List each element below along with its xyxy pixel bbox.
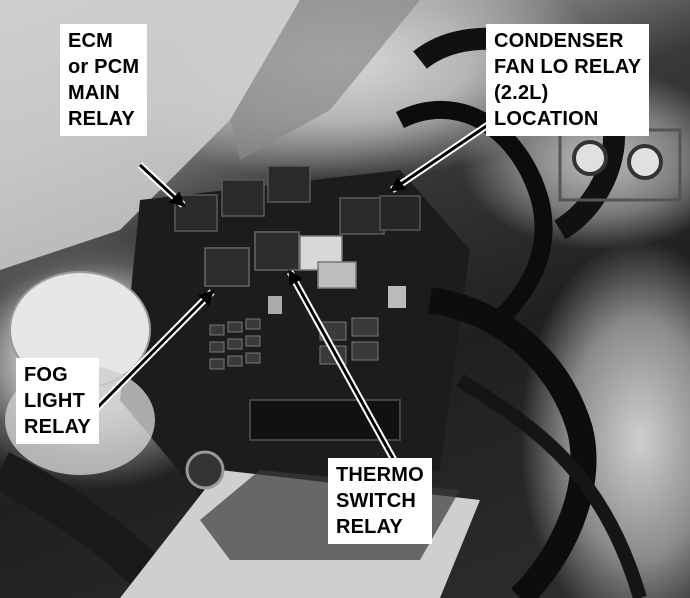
wire-harness-upper-2 (395, 101, 553, 337)
small-fuse (268, 296, 282, 314)
wire-harness-lower-2 (456, 374, 647, 598)
relay-block (267, 165, 311, 203)
relay-block (204, 247, 250, 287)
label-fog-relay: FOG LIGHT RELAY (16, 358, 99, 444)
relay-block (221, 179, 265, 217)
small-fuse (388, 286, 406, 308)
light-relay (317, 261, 357, 289)
wire-harness-lower (427, 287, 597, 598)
arrow-thermo-relay (288, 269, 397, 463)
relay-block (379, 195, 421, 231)
bolt (627, 144, 663, 180)
label-ecm-relay: ECM or PCM MAIN RELAY (60, 24, 148, 136)
arrow-fog-relay (93, 289, 215, 412)
relay-block (254, 231, 300, 271)
arrow-ecm-relay (138, 163, 186, 208)
hood-panel-shadow (230, 0, 420, 160)
label-thermo-relay: THERMO SWITCH RELAY (328, 458, 432, 544)
label-condenser-relay: CONDENSER FAN LO RELAY (2.2L) LOCATION (486, 24, 650, 136)
bolt (572, 140, 608, 176)
battery-terminal (185, 450, 225, 490)
